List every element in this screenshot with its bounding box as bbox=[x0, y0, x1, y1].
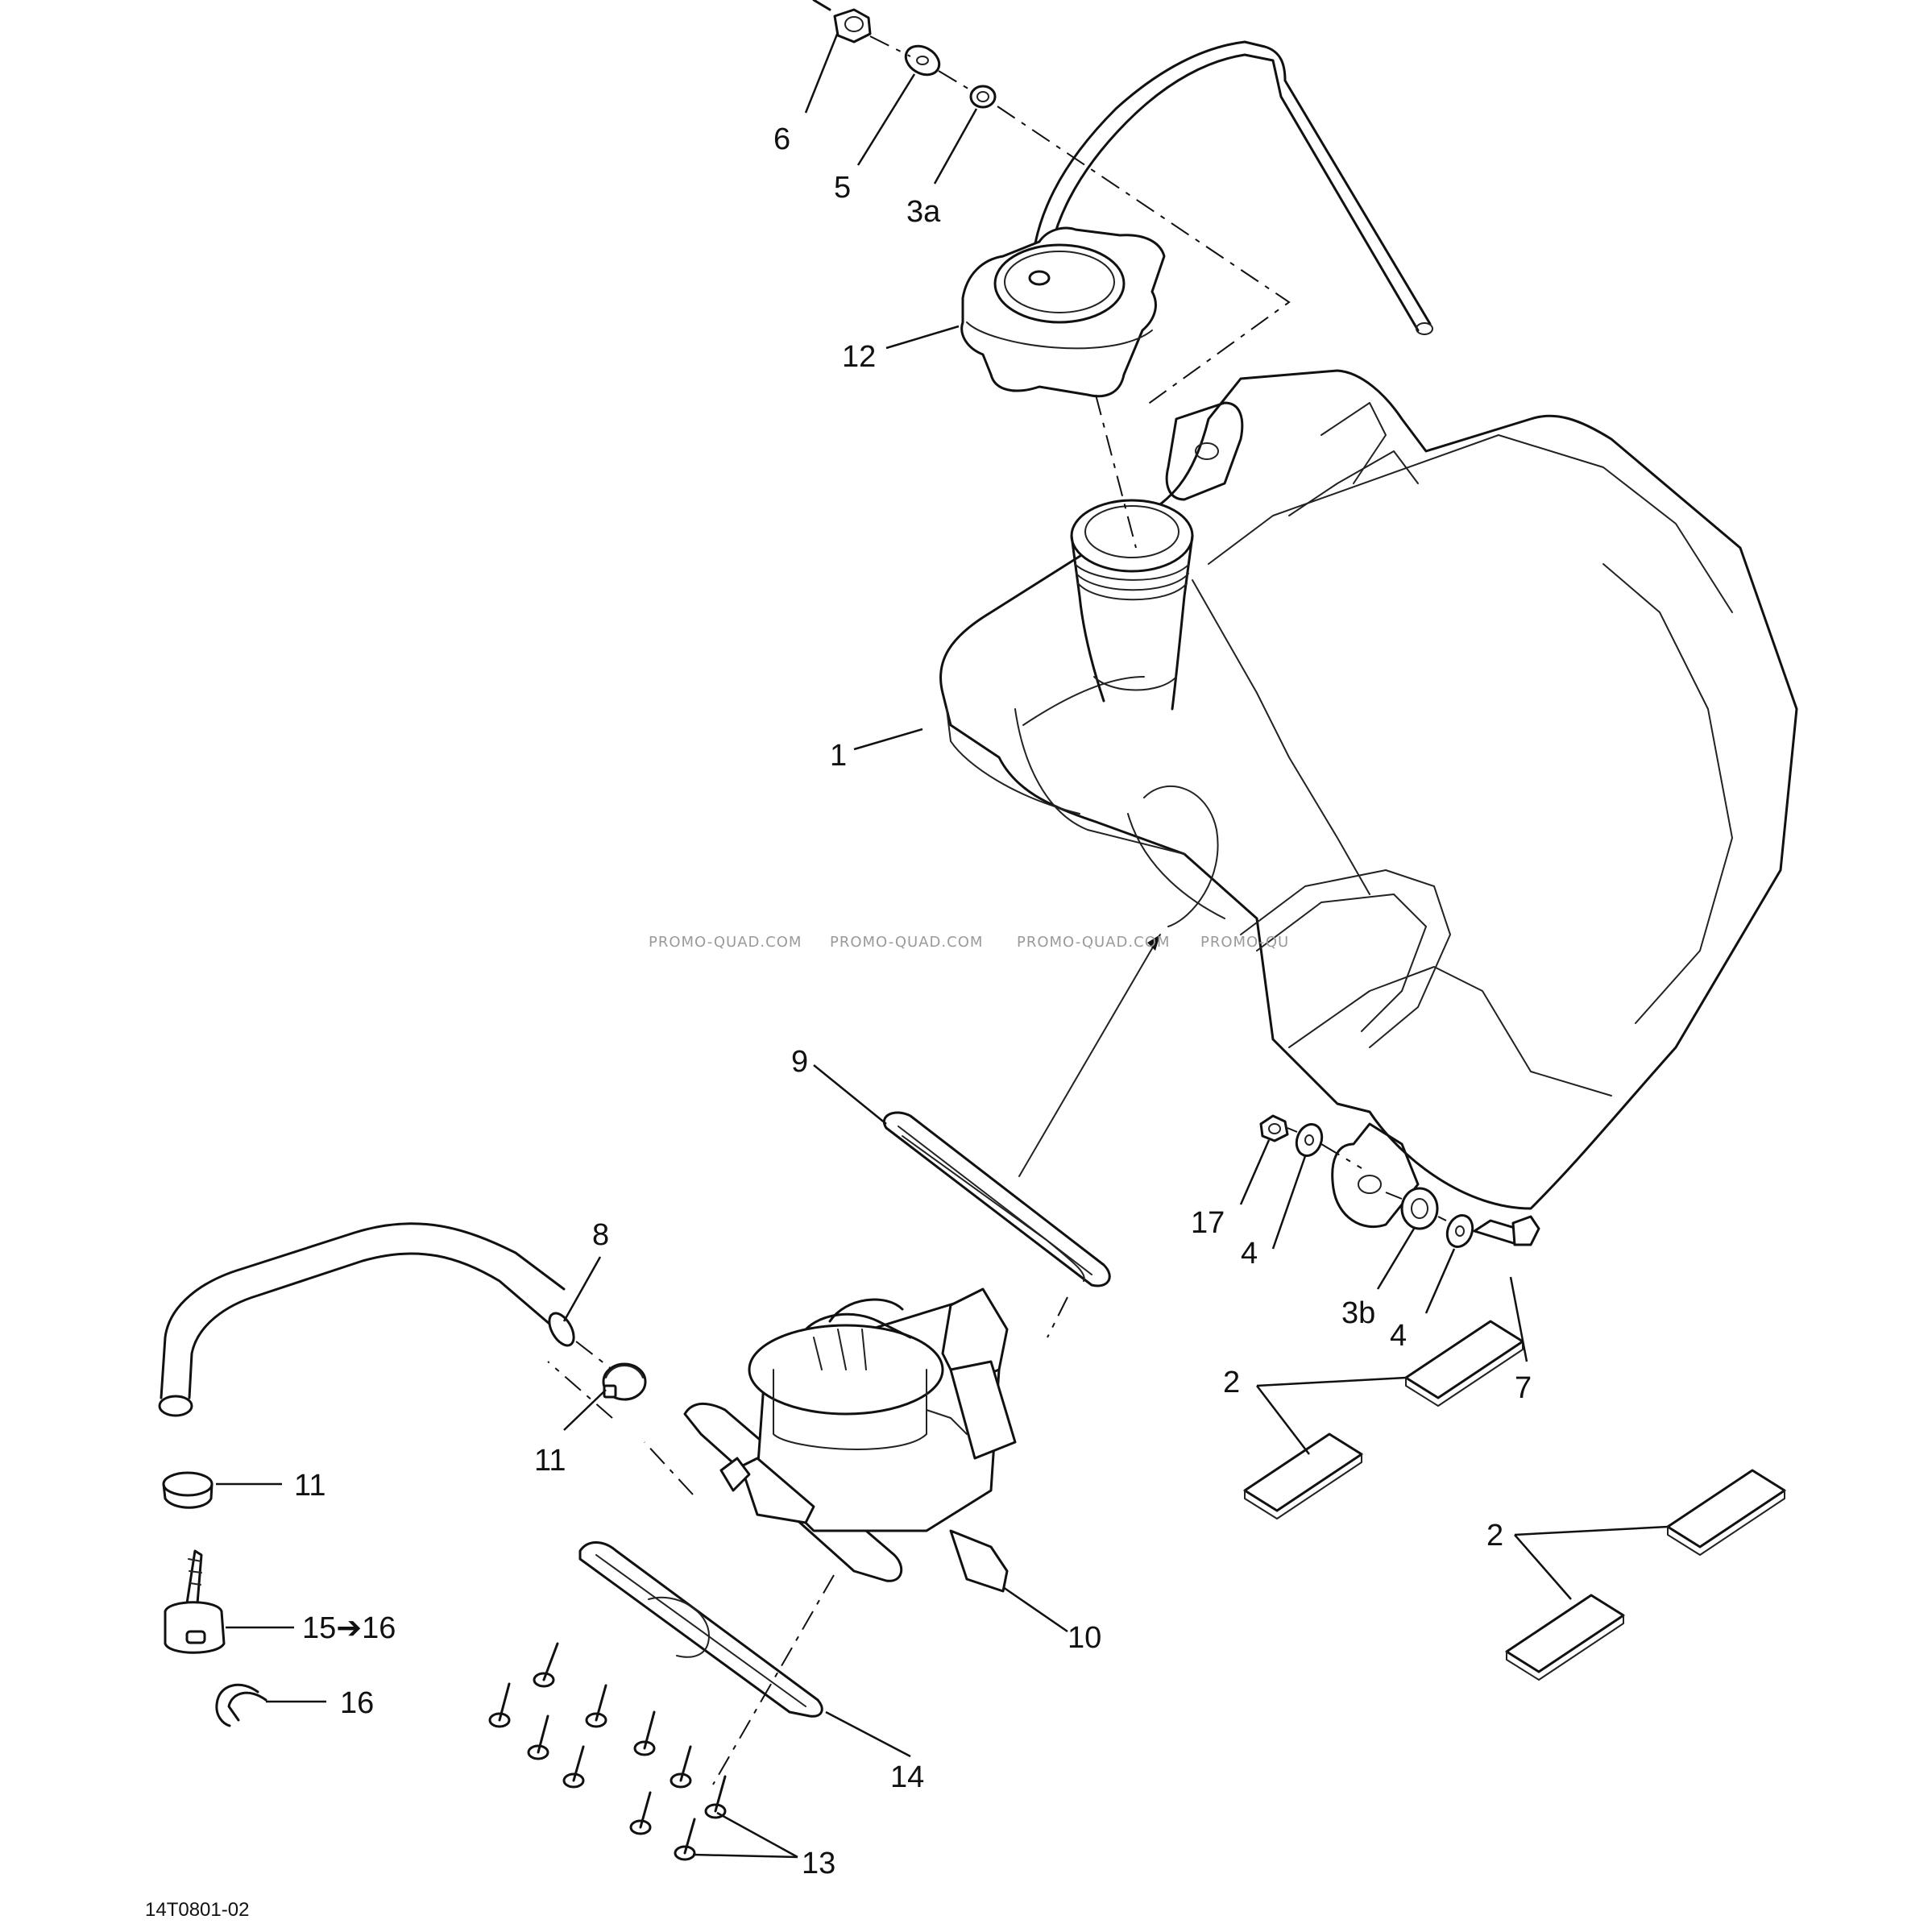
callout-15-16: 15➔16 bbox=[302, 1611, 396, 1645]
assembly-line-hose bbox=[575, 1341, 613, 1370]
callout-11-left: 11 bbox=[294, 1469, 325, 1503]
callout-4-upper: 4 bbox=[1241, 1237, 1258, 1271]
callout-13: 13 bbox=[802, 1847, 835, 1880]
assembly-line-cap bbox=[1095, 394, 1137, 549]
callout-2-lower: 2 bbox=[1486, 1519, 1503, 1553]
watermark-text-2: PROMO-QUAD.COM bbox=[830, 934, 983, 951]
watermark-text-4: PROMO-QU bbox=[1200, 934, 1289, 951]
vent-hose bbox=[1030, 40, 1433, 335]
callout-1: 1 bbox=[830, 739, 847, 773]
callout-4-lower: 4 bbox=[1390, 1319, 1407, 1353]
gasket-14 bbox=[578, 1541, 823, 1718]
clamp-11-pump bbox=[602, 1362, 647, 1401]
leader-lines bbox=[216, 31, 1669, 1859]
washer-4-upper bbox=[1295, 1123, 1324, 1157]
grommet-3b bbox=[1400, 1187, 1439, 1230]
clip-16 bbox=[215, 1683, 267, 1727]
watermark: PROMO-QUAD.COM PROMO-QUAD.COM PROMO-QUAD… bbox=[649, 934, 1289, 951]
washer-5 bbox=[904, 44, 941, 77]
clamp-11-left bbox=[162, 1471, 214, 1509]
callout-11-pump: 11 bbox=[534, 1444, 566, 1478]
callout-8: 8 bbox=[592, 1218, 609, 1252]
callout-6: 6 bbox=[773, 122, 790, 156]
arrow-9-to-tank bbox=[1018, 934, 1161, 1177]
screws-13 bbox=[488, 1642, 727, 1861]
callout-10: 10 bbox=[1068, 1621, 1101, 1655]
nut-6 bbox=[812, 0, 872, 44]
callout-17: 17 bbox=[1191, 1206, 1225, 1240]
fuel-pump bbox=[683, 1287, 1017, 1593]
fuel-hose-8 bbox=[158, 1222, 575, 1417]
callout-7: 7 bbox=[1515, 1371, 1532, 1405]
assembly-line-mount bbox=[1287, 1127, 1447, 1221]
assembly-line-top bbox=[869, 35, 1291, 408]
callout-14: 14 bbox=[890, 1760, 924, 1794]
callout-12: 12 bbox=[842, 340, 876, 374]
callout-9: 9 bbox=[791, 1045, 808, 1079]
spacer-3a bbox=[969, 85, 997, 109]
bolt-7 bbox=[1473, 1215, 1540, 1246]
nut-17 bbox=[1259, 1114, 1289, 1142]
figure-id: 14T0801-02 bbox=[145, 1899, 249, 1921]
gasket-9 bbox=[883, 1111, 1111, 1287]
watermark-text-3: PROMO-QUAD.COM bbox=[1017, 934, 1170, 951]
fuel-tank bbox=[939, 369, 1798, 1229]
callout-5: 5 bbox=[834, 171, 851, 205]
callout-3b: 3b bbox=[1341, 1296, 1375, 1330]
fitting-15 bbox=[164, 1549, 226, 1654]
arrow-head bbox=[1147, 935, 1160, 951]
washer-4-lower bbox=[1445, 1214, 1474, 1248]
callout-16: 16 bbox=[340, 1686, 374, 1720]
callout-labels: 6 5 3a 12 1 9 8 11 11 15➔16 16 10 14 13 … bbox=[294, 122, 1532, 1880]
callout-2-upper: 2 bbox=[1223, 1366, 1240, 1399]
fuel-cap bbox=[960, 226, 1166, 398]
callout-3a: 3a bbox=[906, 195, 941, 229]
watermark-text-1: PROMO-QUAD.COM bbox=[649, 934, 802, 951]
pads-2 bbox=[1243, 1320, 1786, 1681]
